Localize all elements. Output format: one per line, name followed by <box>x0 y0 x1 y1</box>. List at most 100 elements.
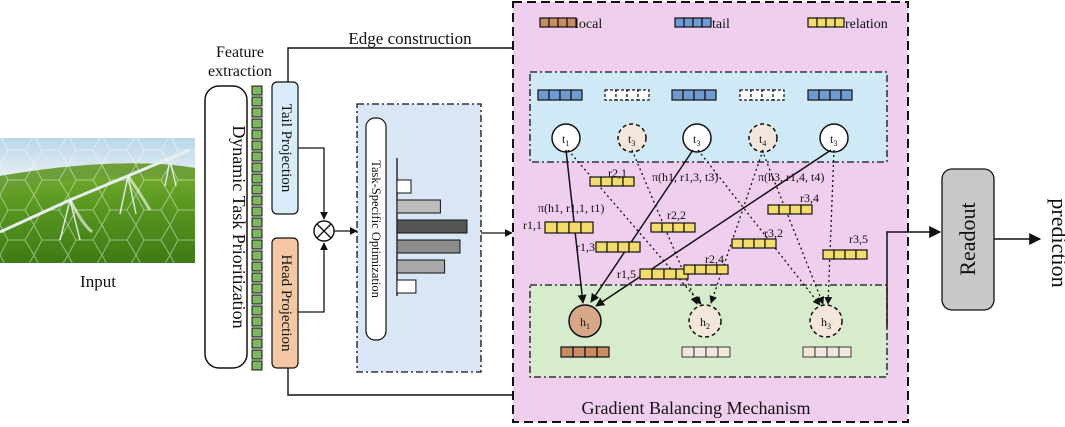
pi-labels: π(h1, r1,1, t1) π(h1, r1,3, t3) π(h3, r1… <box>538 170 824 215</box>
pi-label-c: π(h3, r1,4, t4) <box>758 170 824 184</box>
feature-cell <box>251 129 263 140</box>
feature-cell <box>251 338 263 349</box>
feature-cell <box>251 261 263 272</box>
optimization-bar <box>396 199 441 214</box>
feature-extraction-label-1: Feature <box>216 44 264 61</box>
tail-node: t3 <box>819 123 849 153</box>
edge-construction-label: Edge construction <box>348 29 472 48</box>
input-photo <box>0 138 195 263</box>
readout-label: Readout <box>955 202 980 275</box>
feature-cell <box>251 184 263 195</box>
optimization-bar <box>396 279 417 294</box>
label-r24: r2,4 <box>705 252 724 266</box>
tail-vector <box>674 17 712 28</box>
legend-local-label: local <box>575 17 602 32</box>
optimization-label-box <box>365 117 387 341</box>
optimization-bar <box>396 259 446 274</box>
label-r21: r2,1 <box>608 166 627 180</box>
feature-cell <box>251 151 263 162</box>
feature-cell <box>251 162 263 173</box>
feature-cell <box>251 305 263 316</box>
graph-edges <box>565 149 835 307</box>
optimization-bar <box>396 219 468 234</box>
feature-cell <box>251 228 263 239</box>
tail-node: t4 <box>748 123 778 153</box>
tail-nodes: t1 t3 t3 t4 t3 <box>551 123 849 153</box>
legend-local-swatch <box>539 17 577 28</box>
feature-cell <box>251 96 263 107</box>
svg-text:h2: h2 <box>700 315 710 331</box>
svg-text:t3: t3 <box>830 132 837 148</box>
feature-cell <box>251 85 263 96</box>
tail-node: t3 <box>682 123 712 153</box>
multiply-operator <box>313 220 335 242</box>
feature-cell <box>251 250 263 261</box>
feature-cell <box>251 283 263 294</box>
relation-vector <box>767 204 813 215</box>
svg-text:t1: t1 <box>562 132 569 148</box>
svg-text:t3: t3 <box>693 132 700 148</box>
feature-extraction-label-2: extraction <box>208 63 272 80</box>
label-r13: r1,3 <box>576 240 595 254</box>
feature-cell <box>251 107 263 118</box>
head-projection-label: Head Projection <box>278 254 294 352</box>
legend-tail-swatch <box>674 17 712 28</box>
optimization-bar <box>396 239 461 254</box>
local-vector <box>539 17 577 28</box>
local-vector <box>681 346 731 358</box>
prioritization-label: Dynamic Task Prioritization <box>229 125 249 328</box>
relation-vectors <box>544 176 868 280</box>
feature-vector <box>251 85 263 371</box>
relation-vector <box>822 249 868 260</box>
local-vector <box>560 346 610 358</box>
svg-text:h3: h3 <box>821 315 831 331</box>
svg-text:t3: t3 <box>628 132 635 148</box>
feature-cell <box>251 140 263 151</box>
relation-vector <box>807 17 845 28</box>
head-node: h3 <box>809 304 843 338</box>
tail-vector <box>739 89 785 101</box>
feature-cell <box>251 360 263 371</box>
legend: local tail relation <box>539 17 888 32</box>
feature-cell <box>251 294 263 305</box>
label-r32: r3,2 <box>764 226 783 240</box>
relation-vector <box>589 176 635 187</box>
feature-cell <box>251 239 263 250</box>
relation-vector <box>639 268 689 280</box>
tail-vector <box>671 89 717 101</box>
label-r22: r2,2 <box>667 208 686 222</box>
feature-cell <box>251 206 263 217</box>
tail-vector <box>807 89 853 101</box>
optimization-bars <box>396 179 468 294</box>
head-node: h2 <box>688 304 722 338</box>
tail-node: t1 <box>551 123 581 153</box>
feature-cell <box>251 349 263 360</box>
optimization-bar <box>396 179 412 194</box>
legend-tail-label: tail <box>712 17 730 32</box>
feature-cell <box>251 217 263 228</box>
relation-vector <box>683 264 729 275</box>
head-vectors <box>560 346 852 358</box>
pi-label-b: π(h1, r1,3, t3) <box>652 170 718 184</box>
feature-cell <box>251 195 263 206</box>
feature-cell <box>251 316 263 327</box>
optimization-label: Task-Specific Optimization <box>369 160 383 298</box>
feature-cell <box>251 272 263 283</box>
legend-relation-label: relation <box>845 17 888 32</box>
head-node: h1 <box>568 304 602 338</box>
pi-label-a: π(h1, r1,1, t1) <box>538 201 604 215</box>
head-nodes: h1 h2 h3 <box>568 304 843 338</box>
feature-cell <box>251 173 263 184</box>
feature-cell <box>251 118 263 129</box>
prediction-label: prediction <box>1047 198 1065 287</box>
tail-projection-label: Tail Projection <box>278 104 294 193</box>
label-r34: r3,4 <box>800 191 819 205</box>
tail-vector <box>537 89 583 101</box>
svg-text:h1: h1 <box>580 315 590 331</box>
tail-node: t3 <box>617 123 647 153</box>
relation-vector <box>595 241 641 253</box>
label-r35: r3,5 <box>849 232 868 246</box>
local-vector <box>802 346 852 358</box>
input-label: Input <box>80 272 116 291</box>
